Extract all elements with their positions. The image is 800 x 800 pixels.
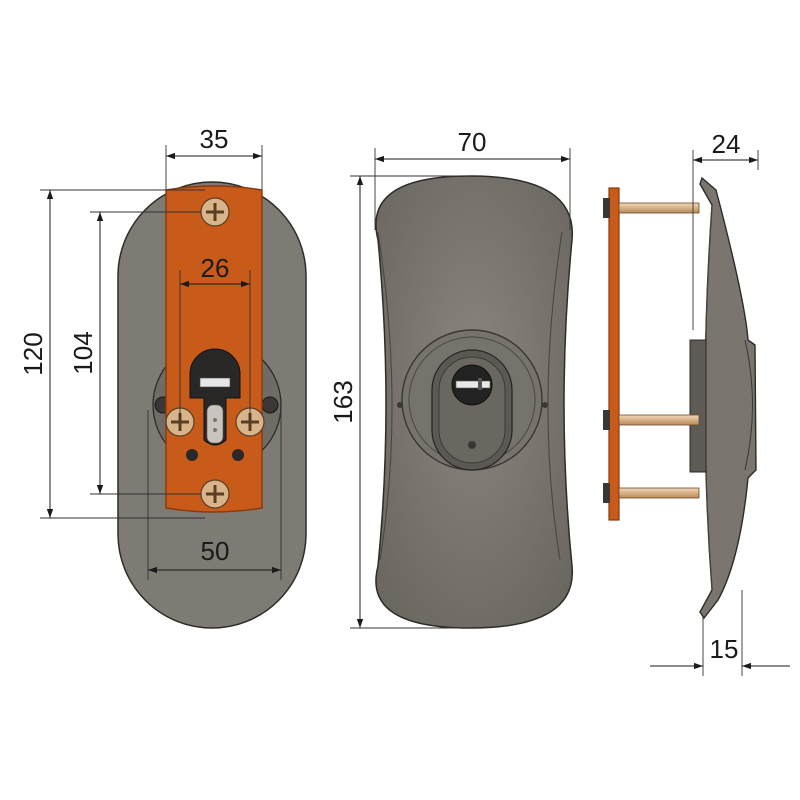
dim-back-plate-width: 35 <box>200 124 229 154</box>
front-view-dimensions: 70 163 <box>328 127 571 629</box>
dim-cylinder-spacing: 26 <box>201 253 230 283</box>
screw-bottom <box>200 479 230 509</box>
back-keyhole <box>189 348 241 446</box>
side-rod-middle <box>618 414 700 426</box>
front-contour-right <box>547 231 563 561</box>
dim-front-height: 163 <box>328 380 358 423</box>
dim-mount-height-inner: 104 <box>68 331 98 374</box>
dim-side-depth: 24 <box>712 129 741 159</box>
side-screw-head-middle <box>603 410 610 430</box>
rosette-pin-right <box>542 402 548 408</box>
plate-hole-left <box>186 449 198 461</box>
side-view <box>603 176 757 620</box>
side-rod-top <box>618 202 700 214</box>
screw-top <box>200 197 230 227</box>
front-view <box>375 175 573 629</box>
dim-side-plate-depth: 15 <box>710 634 739 664</box>
dim-front-width: 70 <box>458 127 487 157</box>
side-rosette-boss <box>689 339 707 473</box>
front-keyhole <box>451 364 493 406</box>
back-view-dimensions: 35 26 50 120 104 <box>18 124 282 580</box>
side-screw-head-bottom <box>603 483 610 503</box>
side-back-plate <box>608 187 620 521</box>
side-view-dimensions: 24 15 <box>650 129 790 676</box>
front-guard-pin <box>468 441 476 449</box>
side-rod-bottom <box>618 487 700 499</box>
side-screw-head-top <box>603 198 610 218</box>
side-view-body <box>699 176 757 620</box>
dim-mount-height-outer: 120 <box>18 332 48 375</box>
rosette-pin-left <box>397 402 403 408</box>
dim-back-base-width: 50 <box>201 536 230 566</box>
back-view <box>117 181 307 629</box>
plate-hole-right <box>232 449 244 461</box>
front-contour-left <box>377 231 393 561</box>
boss-hole-right <box>261 396 279 414</box>
